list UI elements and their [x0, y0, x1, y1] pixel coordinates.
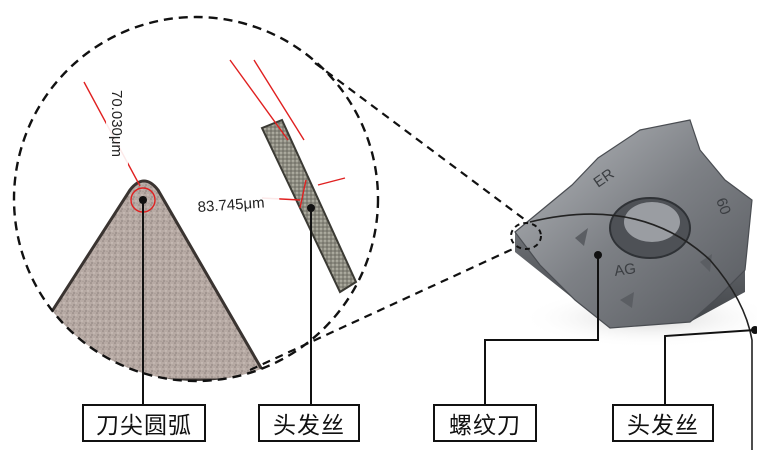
- hair-width-text: 83.745μm: [197, 194, 265, 216]
- zoom-connector-lines: [249, 62, 529, 371]
- label-thread-tool: 螺纹刀: [433, 404, 537, 442]
- label-hair-right-text: 头发丝: [627, 413, 699, 439]
- hair-width-measurement: 83.745μm: [192, 190, 281, 219]
- label-hair-right: 头发丝: [612, 404, 714, 442]
- threading-insert: ER AG 60: [514, 119, 757, 348]
- magnified-circle-outline: [12, 15, 380, 383]
- hair-arc: [529, 213, 753, 450]
- tip-focus-ellipse: [510, 222, 542, 250]
- insert-marking-ag: AG: [613, 260, 637, 280]
- tip-radius-measurement: 70.030μm: [106, 86, 128, 166]
- insert-marking-60: 60: [712, 196, 734, 217]
- leader-lines: [142, 200, 756, 405]
- leader-dots: [139, 196, 757, 334]
- label-hair-left-text: 头发丝: [273, 413, 345, 439]
- tool-tip-body: [38, 179, 271, 381]
- label-thread-tool-text: 螺纹刀: [449, 413, 521, 439]
- label-tip-arc-text: 刀尖圆弧: [96, 413, 192, 439]
- tip-radius-text: 70.030μm: [108, 90, 125, 157]
- label-tip-arc: 刀尖圆弧: [82, 404, 206, 442]
- label-hair-left: 头发丝: [258, 404, 360, 442]
